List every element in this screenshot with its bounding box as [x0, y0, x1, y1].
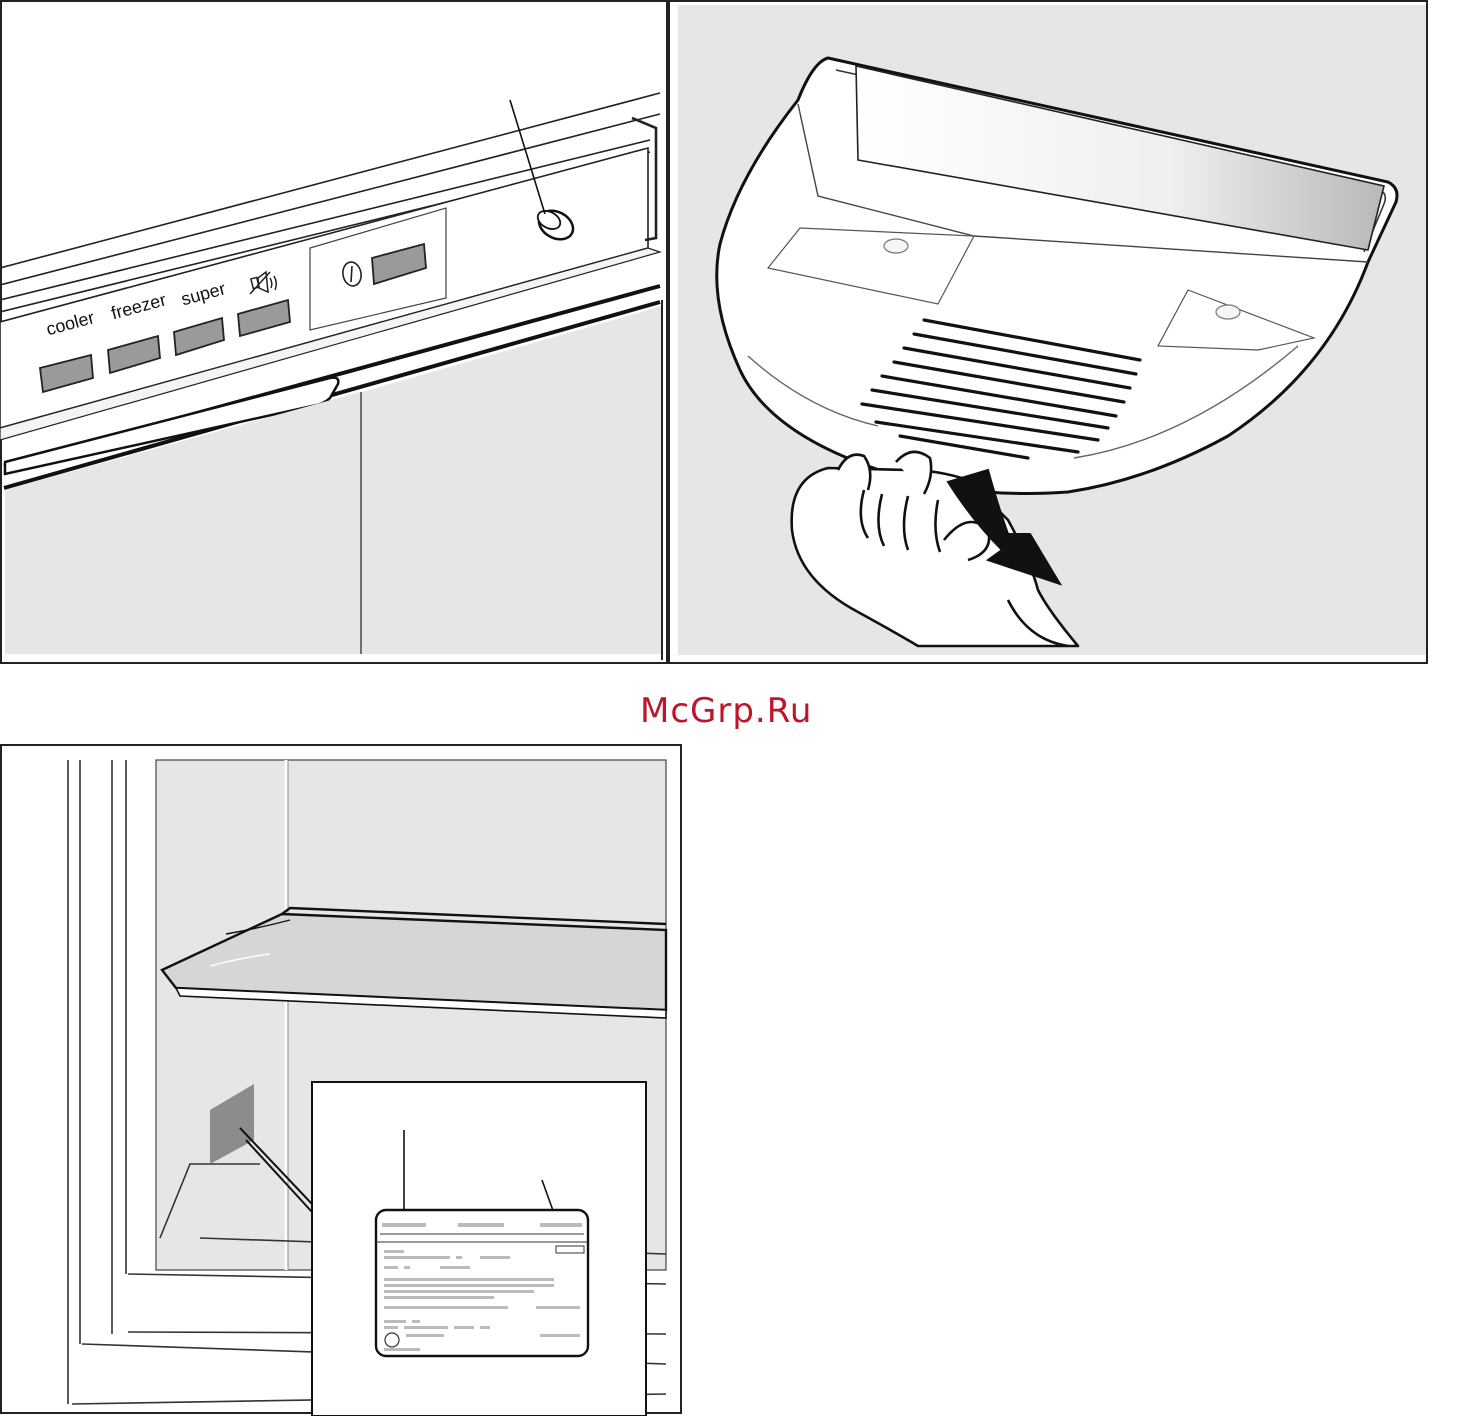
- lamp-cover-illustration: [668, 0, 1432, 664]
- control-panel-illustration: cooler freezer super: [0, 0, 668, 664]
- rating-plate-label: [376, 1210, 588, 1356]
- watermark-text: McGrp.Ru: [640, 688, 850, 734]
- rating-plate-illustration: [0, 744, 684, 1416]
